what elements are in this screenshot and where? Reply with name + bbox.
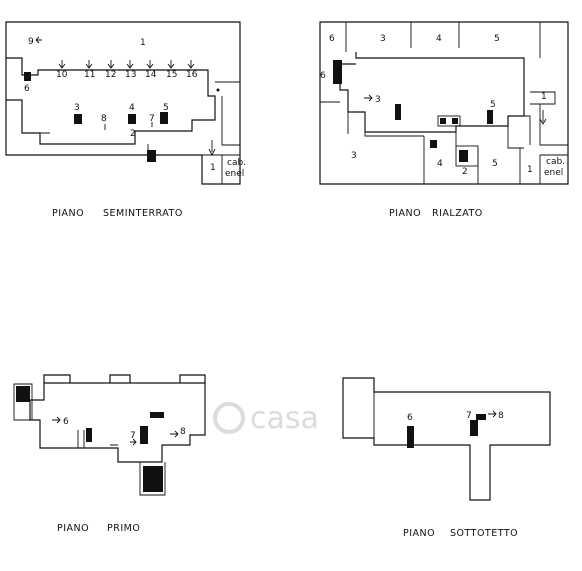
- watermark-text: casa: [250, 401, 319, 436]
- label-3a: 3: [380, 34, 386, 44]
- label-5b: 5: [490, 100, 496, 110]
- label-5: 5: [163, 103, 169, 113]
- label-9: 9: [28, 37, 34, 47]
- label-cab: cab.: [546, 157, 565, 167]
- label-8: 8: [180, 427, 186, 437]
- caption-piano: PIANO: [52, 208, 84, 219]
- label-2: 2: [130, 129, 136, 139]
- watermark: casa: [213, 401, 319, 436]
- label-1a: 1: [541, 92, 547, 102]
- label-11: 11: [84, 70, 95, 80]
- caption-piano: PIANO: [403, 528, 435, 539]
- plan-rialzato: 6 3 4 5 6 3 5 1 3 4 2 5 1 cab. enel PIAN…: [319, 21, 569, 219]
- label-4b: 4: [437, 159, 443, 169]
- label-6: 6: [63, 417, 69, 427]
- label-2: 2: [462, 167, 468, 177]
- label-6: 6: [407, 413, 413, 423]
- label-12: 12: [105, 70, 116, 80]
- label-3b: 3: [375, 95, 381, 105]
- label-5c: 5: [492, 159, 498, 169]
- label-15: 15: [166, 70, 177, 80]
- label-14: 14: [145, 70, 157, 80]
- label-7: 7: [466, 411, 472, 421]
- label-4: 4: [129, 103, 135, 113]
- label-8: 8: [498, 411, 504, 421]
- caption-piano: PIANO: [57, 523, 89, 534]
- label-enel: enel: [544, 168, 563, 178]
- label-13: 13: [125, 70, 136, 80]
- caption-primo: PRIMO: [107, 523, 140, 534]
- plan-primo: 6 7 8 PIANO PRIMO: [13, 374, 206, 534]
- caption-seminterrato: SEMINTERRATO: [103, 208, 183, 219]
- label-enel: enel: [225, 169, 244, 179]
- caption-sottotetto: SOTTOTETTO: [450, 528, 518, 539]
- label-8: 8: [101, 114, 107, 124]
- label-1b: 1: [527, 165, 533, 175]
- label-6b: 6: [320, 71, 326, 81]
- label-1b: 1: [210, 163, 216, 173]
- label-5a: 5: [494, 34, 500, 44]
- label-1: 1: [140, 38, 146, 48]
- label-7: 7: [149, 114, 155, 124]
- label-7: 7: [130, 431, 136, 441]
- label-6a: 6: [329, 34, 335, 44]
- caption-rialzato: RIALZATO: [432, 208, 483, 219]
- label-10: 10: [56, 70, 68, 80]
- label-6: 6: [24, 84, 30, 94]
- label-16: 16: [186, 70, 198, 80]
- plan-seminterrato: 1 9 6 10 11 12 13 14 15 16 3 8 4 7 5 2 1…: [5, 21, 246, 219]
- label-3: 3: [74, 103, 80, 113]
- label-4a: 4: [436, 34, 442, 44]
- plan-sottotetto: 6 7 8 PIANO SOTTOTETTO: [342, 377, 551, 539]
- label-cab: cab.: [227, 158, 246, 168]
- caption-piano: PIANO: [389, 208, 421, 219]
- label-3c: 3: [351, 151, 357, 161]
